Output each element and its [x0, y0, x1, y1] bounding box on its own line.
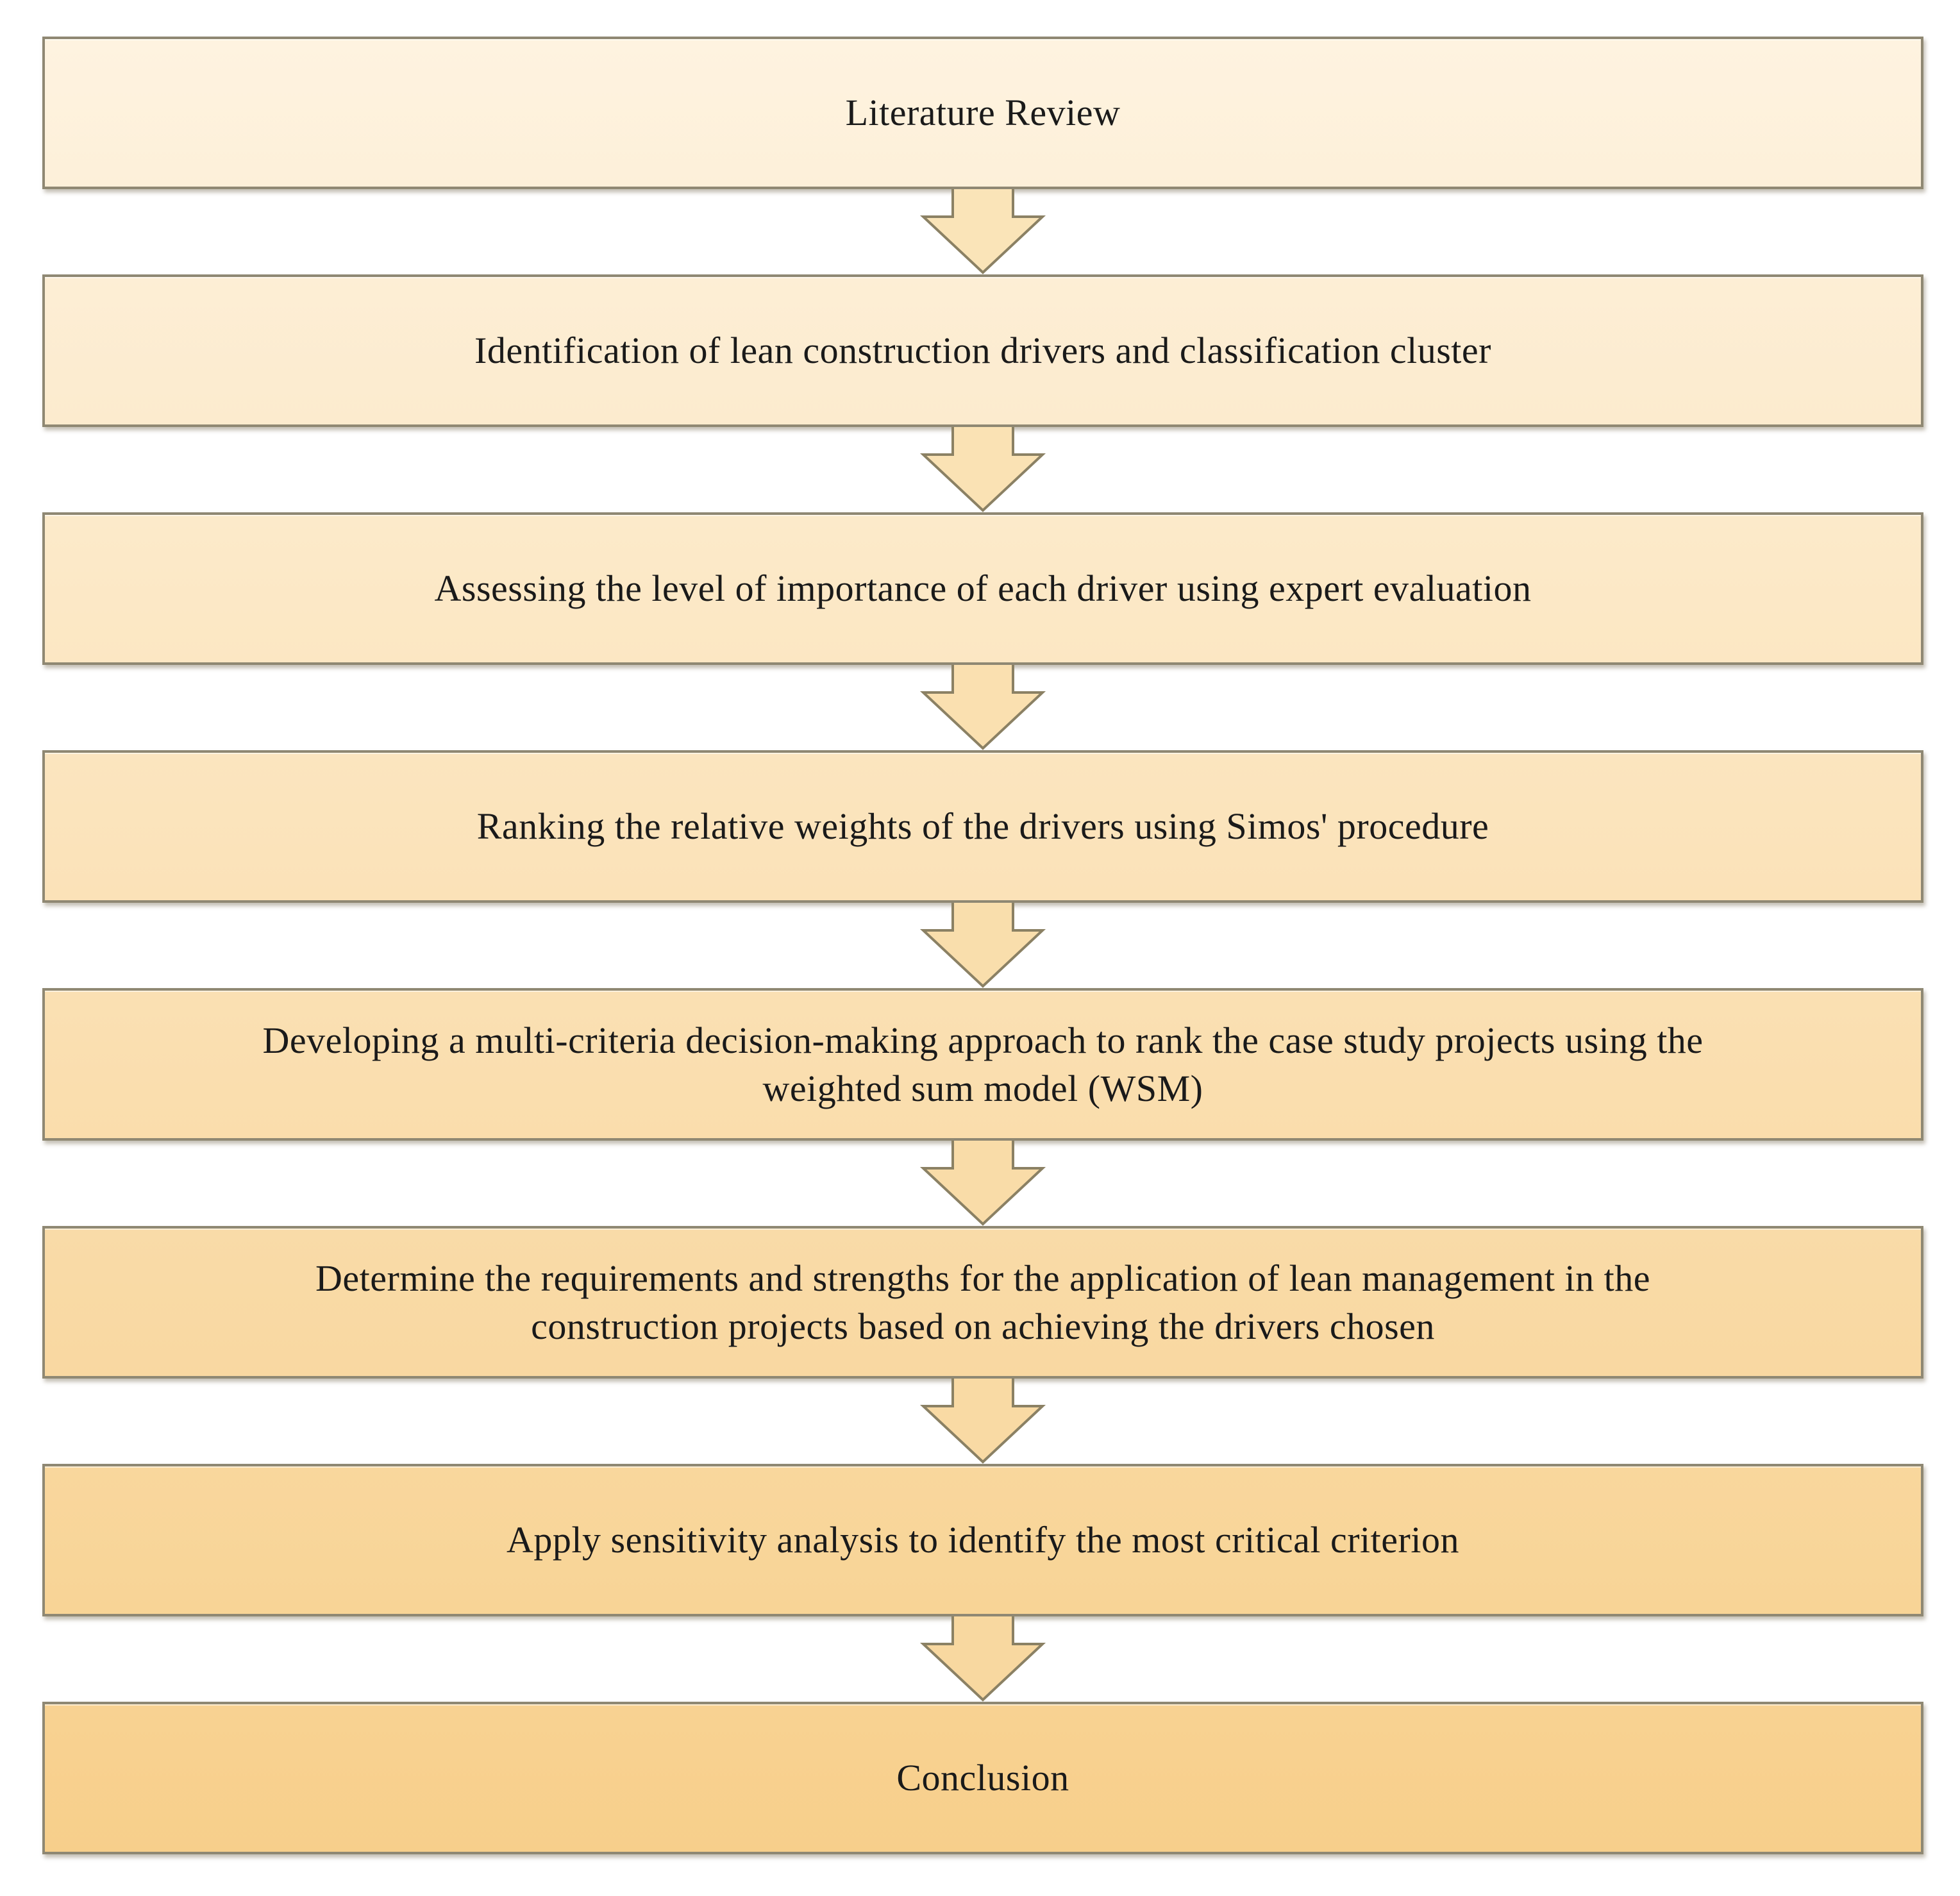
step-label: Assessing the level of importance of eac…: [434, 567, 1532, 610]
down-arrow-connector: [42, 665, 1923, 750]
flow-step-ranking-weights: Ranking the relative weights of the driv…: [42, 750, 1923, 903]
step-label: Conclusion: [896, 1757, 1069, 1799]
flow-step-conclusion: Conclusion: [42, 1702, 1923, 1854]
flowchart: Literature Review Identification of lean…: [42, 37, 1923, 1854]
flow-step-assessing-importance: Assessing the level of importance of eac…: [42, 512, 1923, 665]
flow-step-sensitivity-analysis: Apply sensitivity analysis to identify t…: [42, 1464, 1923, 1616]
arrow-down-icon: [919, 189, 1046, 274]
down-arrow-connector: [42, 1379, 1923, 1464]
down-arrow-connector: [42, 427, 1923, 512]
arrow-down-icon: [919, 665, 1046, 750]
step-label: Developing a multi-criteria decision-mak…: [262, 1019, 1704, 1109]
down-arrow-connector: [42, 189, 1923, 274]
down-arrow-connector: [42, 1141, 1923, 1226]
flow-step-developing-mcdm: Developing a multi-criteria decision-mak…: [42, 988, 1923, 1141]
step-label: Determine the requirements and strengths…: [315, 1257, 1650, 1347]
down-arrow-connector: [42, 1616, 1923, 1702]
arrow-down-icon: [919, 903, 1046, 988]
arrow-down-icon: [919, 427, 1046, 512]
flow-step-identification-drivers: Identification of lean construction driv…: [42, 274, 1923, 427]
step-label: Ranking the relative weights of the driv…: [476, 805, 1489, 848]
down-arrow-connector: [42, 903, 1923, 988]
step-label: Apply sensitivity analysis to identify t…: [507, 1519, 1459, 1561]
flow-step-determine-requirements: Determine the requirements and strengths…: [42, 1226, 1923, 1379]
step-label: Literature Review: [845, 92, 1121, 134]
flow-step-literature-review: Literature Review: [42, 37, 1923, 189]
arrow-down-icon: [919, 1141, 1046, 1226]
arrow-down-icon: [919, 1616, 1046, 1702]
step-label: Identification of lean construction driv…: [474, 330, 1491, 372]
arrow-down-icon: [919, 1379, 1046, 1464]
